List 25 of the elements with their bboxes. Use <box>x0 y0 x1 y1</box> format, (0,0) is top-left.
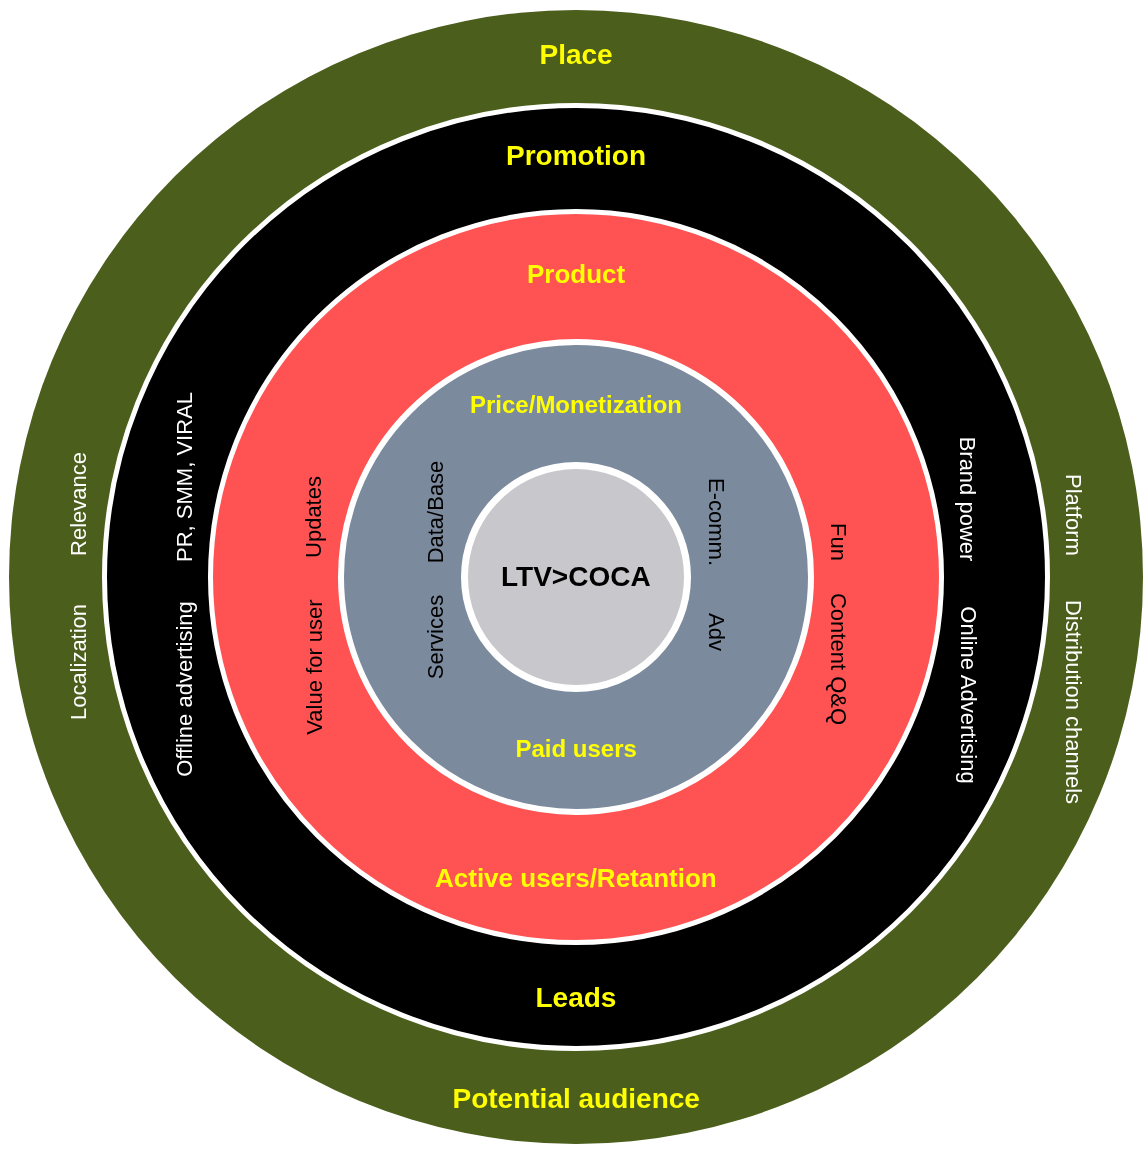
ring-heading: Potential audience <box>452 1086 700 1112</box>
ring-label: Data/Base <box>422 460 449 564</box>
ring-label: E-comm. <box>703 478 729 566</box>
ring-heading: Promotion <box>506 143 646 169</box>
ring-label: Platform <box>1059 474 1086 556</box>
ring-heading: Active users/Retantion <box>435 865 717 891</box>
ring-label: Localization <box>66 603 93 721</box>
ring-label: Brand power <box>953 436 980 562</box>
ring-label: Relevance <box>66 452 92 556</box>
ring-heading: LTV>COCA <box>501 564 651 590</box>
ring-label: Adv <box>702 613 729 651</box>
ring-label: Online Advertising <box>954 606 981 784</box>
ring-label: Content Q&Q <box>825 592 852 726</box>
ring-heading: Price/Monetization <box>470 392 683 418</box>
ring-label: Fun <box>824 523 851 561</box>
ring-label: Distribution channels <box>1060 599 1087 805</box>
ring-label: PR, SMM, VIRAL <box>171 392 198 562</box>
ring-heading: Leads <box>535 985 617 1011</box>
ring-label: Services <box>423 594 450 680</box>
ring-heading: Place <box>539 42 613 68</box>
ring-heading: Product <box>527 261 626 287</box>
ring-label: Value for user <box>301 599 328 735</box>
ring-label: Offline advertising <box>171 601 198 777</box>
ring-heading: Paid users <box>515 736 637 762</box>
ring-label: Updates <box>301 476 327 558</box>
